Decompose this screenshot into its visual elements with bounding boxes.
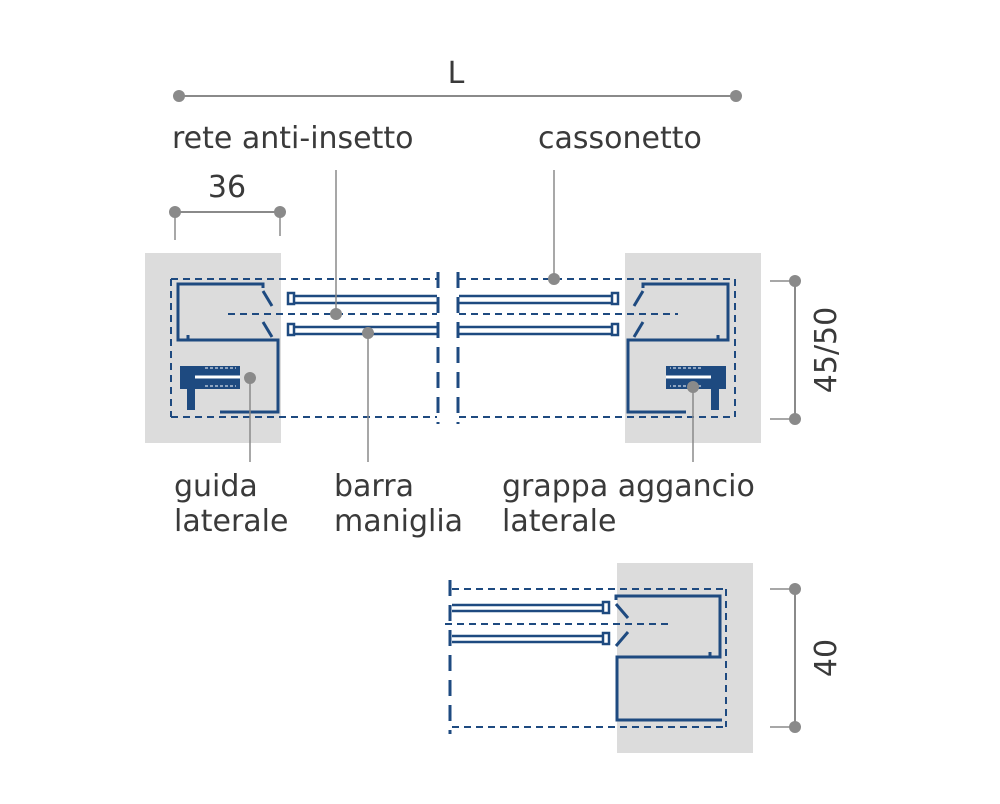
label-barra-line2: maniglia [334, 504, 463, 539]
height-main-label: 45/50 [809, 307, 844, 393]
height-main-dimension [770, 275, 801, 425]
left-guide-profile [176, 282, 280, 414]
label-barra-line1: barra [334, 469, 414, 504]
label-cassonetto: cassonetto [538, 121, 702, 156]
label-guida-line1: guida [174, 469, 258, 504]
height-small-dimension [770, 583, 801, 733]
length-dimension [173, 90, 742, 102]
handle-bars [286, 291, 620, 337]
right-guide-profile [626, 282, 730, 414]
label-guida-line2: laterale [174, 504, 288, 539]
label-grappa-line1: grappa aggancio [502, 469, 755, 504]
label-rete-anti-insetto: rete anti-insetto [172, 121, 414, 156]
left-clamp [180, 366, 240, 410]
bottom-profile-outline [445, 588, 727, 728]
leader-lines [244, 170, 699, 462]
guide-width-label: 36 [208, 170, 246, 205]
break-marks [436, 272, 460, 424]
top-profile-outline [170, 278, 736, 418]
guide-width-dimension [169, 206, 286, 240]
label-grappa-line2: laterale [502, 504, 616, 539]
height-small-label: 40 [809, 639, 844, 677]
left-wall [145, 253, 281, 443]
bottom-handle-bars [452, 600, 611, 646]
bottom-guide-profile [614, 594, 722, 722]
length-label: L [448, 56, 465, 91]
